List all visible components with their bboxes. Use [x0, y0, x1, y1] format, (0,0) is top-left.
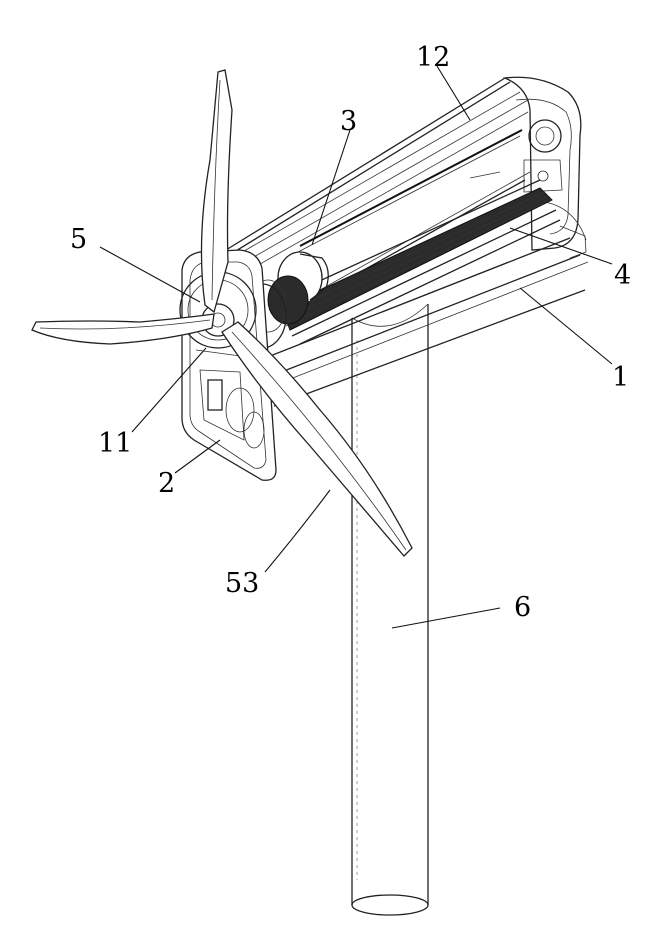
label-2: 2: [158, 468, 175, 499]
label-1: 1: [612, 362, 629, 393]
label-5: 5: [70, 224, 87, 255]
label-53: 53: [225, 568, 259, 599]
label-11: 11: [98, 428, 132, 459]
label-6: 6: [514, 592, 531, 623]
coil-bundle: [278, 180, 560, 344]
label-12: 12: [416, 42, 450, 73]
pole: [352, 304, 428, 915]
label-4: 4: [614, 260, 631, 291]
label-3: 3: [340, 106, 357, 137]
